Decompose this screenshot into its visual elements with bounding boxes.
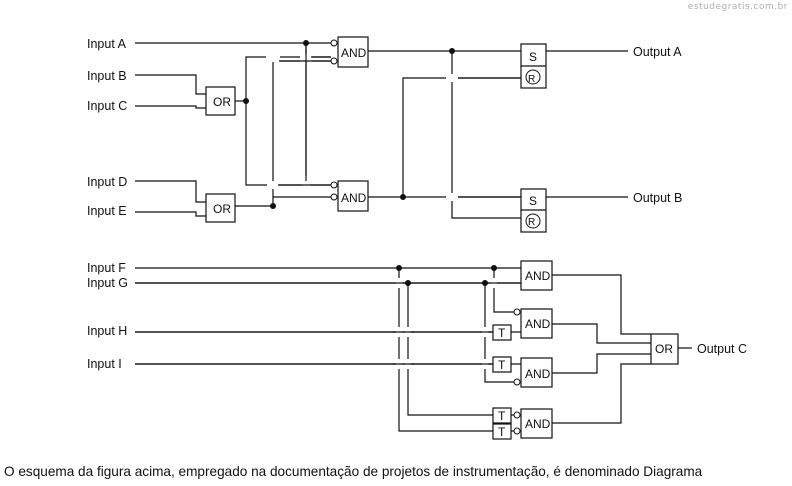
reset-circle-a [525, 69, 541, 85]
and-gate-6: AND [513, 408, 553, 439]
inverter-bubble [513, 308, 521, 316]
crossing-gaps [266, 54, 458, 201]
label-input-i: Input I [87, 357, 122, 371]
and-gate-3: AND [520, 260, 553, 291]
label-input-h: Input H [87, 324, 127, 338]
timer-f: T [492, 423, 512, 440]
label-input-b: Input B [87, 69, 127, 83]
or-gate-1: OR [205, 86, 236, 116]
or-gate-3-label: OR [655, 342, 673, 356]
or-gate-2-label: OR [213, 202, 231, 216]
label-input-d: Input D [87, 175, 127, 189]
timer-f-label: T [498, 425, 506, 439]
and-gate-2-label: AND [341, 191, 367, 205]
inverter-bubble [330, 39, 338, 47]
and-gate-5: AND [513, 357, 553, 388]
inverter-bubble [330, 193, 338, 201]
label-output-a: Output A [633, 45, 682, 59]
label-input-f: Input F [87, 261, 126, 275]
set-label-a: S [529, 50, 537, 64]
and-gate-6-label: AND [525, 417, 551, 431]
inverter-bubble [513, 378, 521, 386]
label-input-a: Input A [87, 37, 127, 51]
timer-g: T [492, 407, 512, 424]
and-gate-4-label: AND [525, 317, 551, 331]
sr-flipflop-a: S R [520, 43, 547, 89]
and-gate-1: AND [330, 36, 369, 68]
and-gate-4: AND [513, 308, 553, 339]
timer-h-label: T [498, 326, 506, 340]
reset-label-a: R [528, 74, 535, 85]
timer-g-label: T [498, 409, 506, 423]
timer-h: T [492, 324, 512, 341]
timer-i-label: T [498, 358, 506, 372]
upper-wires-continued [278, 43, 521, 198]
and-gate-5-label: AND [525, 367, 551, 381]
lower-crossing-gaps [395, 279, 498, 369]
sr-flipflop-b: S R [520, 188, 547, 233]
label-input-g: Input G [87, 276, 128, 290]
inverter-bubble [330, 181, 338, 189]
or-gate-3: OR [650, 333, 679, 365]
set-label-b: S [529, 194, 537, 208]
inverter-bubble [330, 57, 338, 65]
question-caption: O esquema da figura acima, empregado na … [4, 464, 703, 479]
label-input-c: Input C [87, 99, 127, 113]
label-output-b: Output B [633, 191, 682, 205]
or-gate-2: OR [205, 193, 236, 223]
lower-horizontal-redraw [393, 282, 499, 365]
lower-junctions [396, 265, 497, 286]
lower-wires [135, 267, 692, 432]
watermark: estudegratis.com.br [687, 2, 788, 12]
upper-wires [135, 42, 628, 219]
lower-wires-continued [135, 282, 521, 365]
and-gate-3-label: AND [525, 269, 551, 283]
and-gate-1-label: AND [341, 46, 367, 60]
label-input-e: Input E [87, 204, 127, 218]
upper-junctions [243, 40, 455, 209]
inverter-bubble [513, 427, 521, 435]
and-gate-2: AND [330, 180, 369, 212]
reset-label-b: R [528, 217, 535, 228]
or-gate-1-label: OR [213, 95, 231, 109]
inverter-bubble [513, 411, 521, 419]
label-output-c: Output C [697, 342, 747, 356]
timer-i: T [492, 356, 512, 373]
lower-vertical-gaps [396, 278, 497, 369]
reset-circle-b [525, 213, 541, 229]
